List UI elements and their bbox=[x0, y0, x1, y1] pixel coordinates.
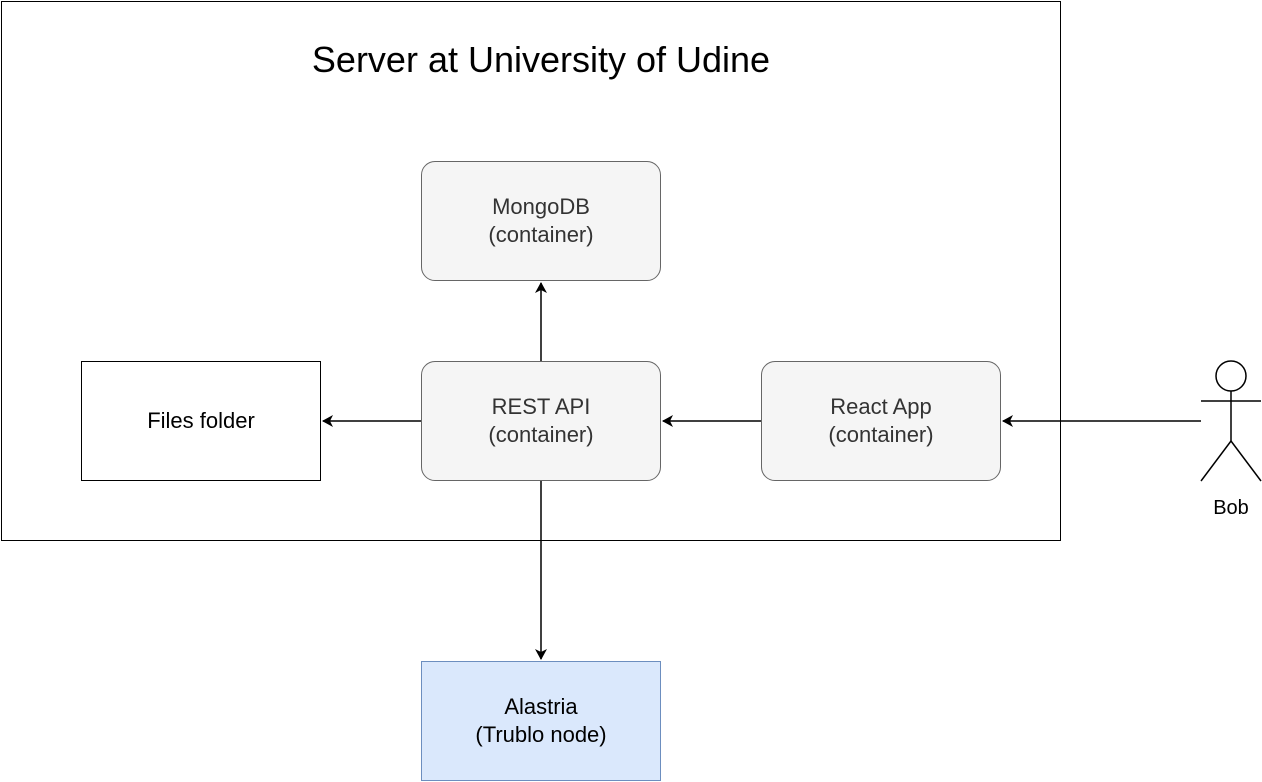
react-app-node: React App (container) bbox=[761, 361, 1001, 481]
rest-api-node: REST API (container) bbox=[421, 361, 661, 481]
alastria-node: Alastria (Trublo node) bbox=[421, 661, 661, 781]
files-folder-node: Files folder bbox=[81, 361, 321, 481]
actor-icon bbox=[1200, 360, 1262, 482]
mongodb-node: MongoDB (container) bbox=[421, 161, 661, 281]
actor-label: Bob bbox=[1213, 497, 1249, 519]
server-title: Server at University of Udine bbox=[311, 39, 771, 80]
